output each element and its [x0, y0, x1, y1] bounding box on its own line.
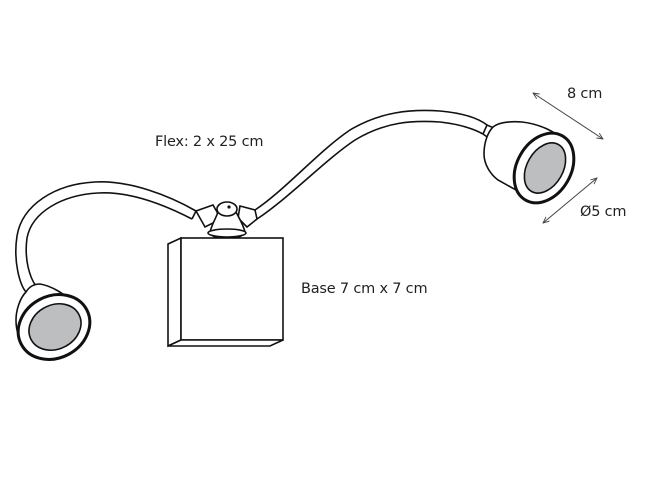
left-arm	[15, 181, 223, 293]
right-arm	[237, 109, 496, 229]
head-length-arrow	[533, 93, 603, 139]
head-diameter-label: Ø5 cm	[580, 204, 627, 220]
left-lamp-head	[15, 283, 92, 361]
head-diameter-arrow	[543, 178, 597, 223]
swivel-joint	[207, 201, 247, 240]
flex-length-label: Flex: 2 x 25 cm	[155, 134, 264, 150]
base-size-label: Base 7 cm x 7 cm	[301, 281, 428, 297]
base-block	[167, 236, 284, 348]
head-length-label: 8 cm	[567, 86, 603, 102]
dimension-arrows	[533, 93, 603, 223]
